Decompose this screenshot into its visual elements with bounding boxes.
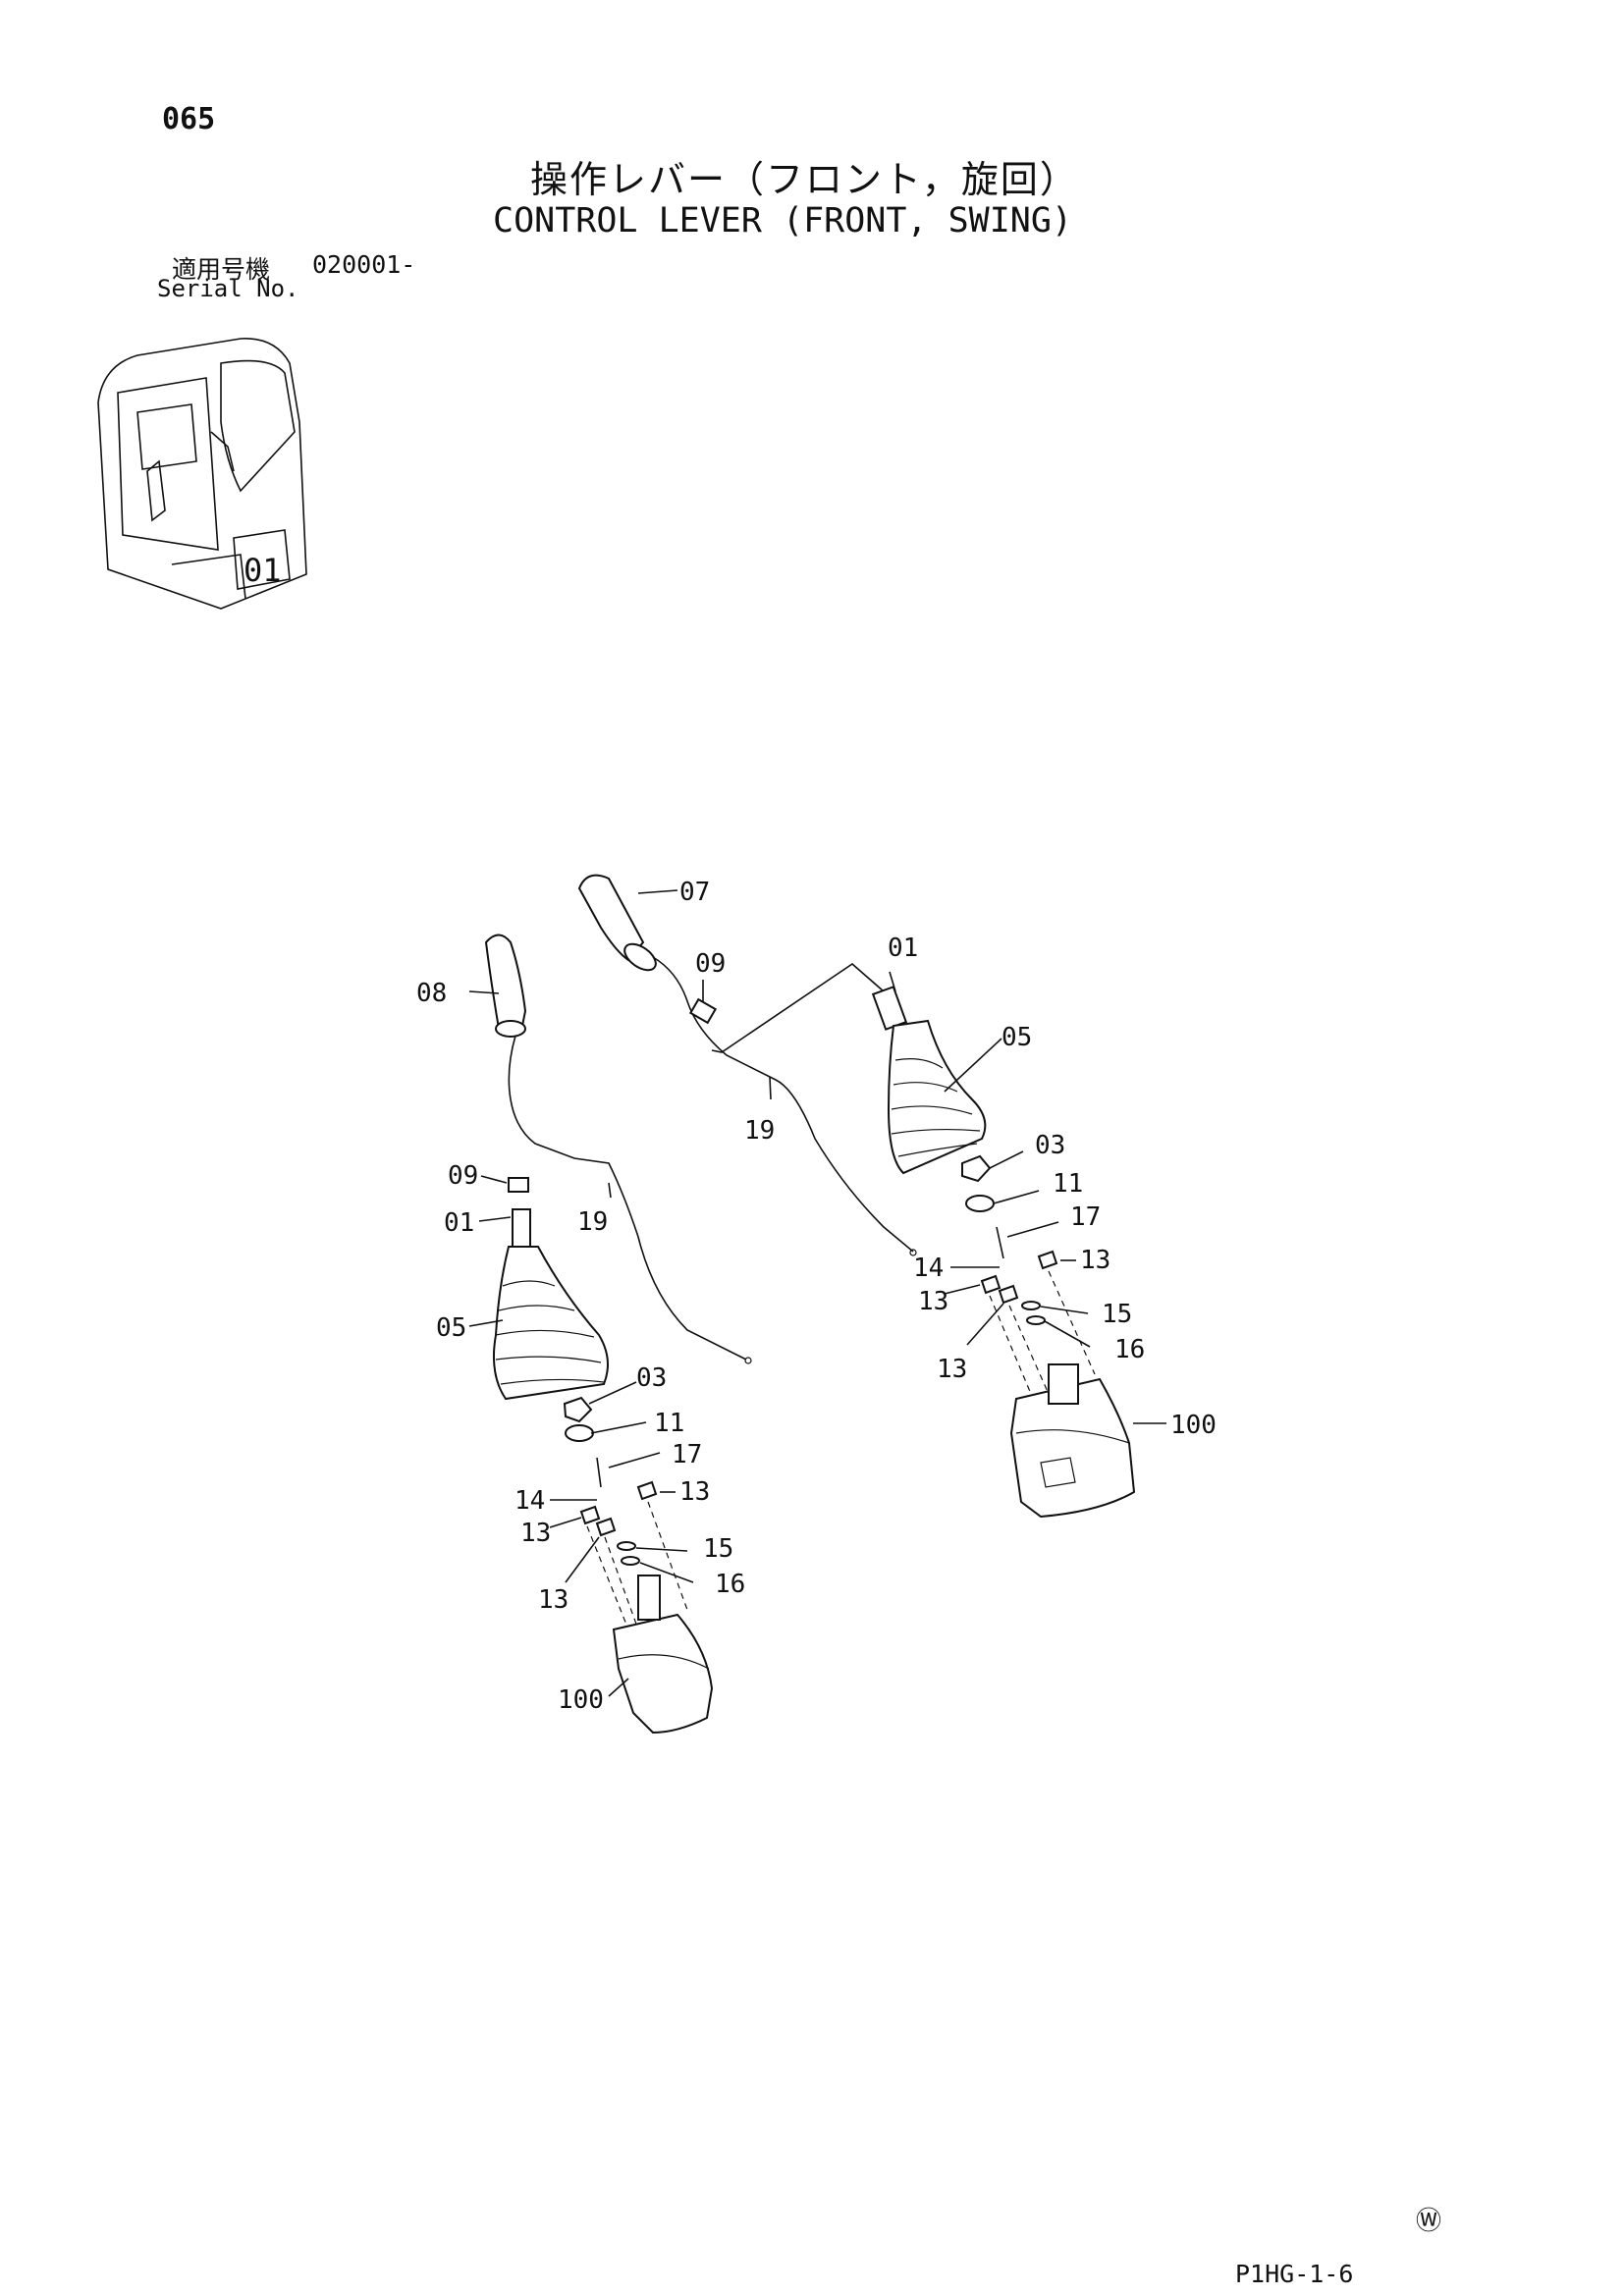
page-number: 065 (162, 102, 216, 136)
cab-location-thumbnail: 01 (97, 338, 307, 610)
part-label-13-left-c: 13 (538, 1585, 568, 1615)
part-label-15-left: 15 (703, 1534, 733, 1564)
leader-lines (468, 889, 1166, 1697)
part-label-16-left: 16 (715, 1570, 745, 1599)
part-label-15-right: 15 (1102, 1300, 1132, 1329)
page-title-japanese: 操作レバー（フロント，旋回） (530, 158, 1079, 201)
svg-text:01: 01 (244, 552, 282, 589)
part-label-19-left: 19 (577, 1207, 608, 1237)
drawing-code: P1HG-1-6 (1235, 2260, 1354, 2288)
boot-05-right (887, 1019, 987, 1175)
part-label-17-right: 17 (1070, 1202, 1101, 1232)
grip-08-left (484, 934, 527, 1031)
part-label-16-right: 16 (1114, 1335, 1145, 1364)
part-label-14-right: 14 (913, 1254, 944, 1283)
boot-05-left (493, 1246, 609, 1401)
part-label-13-left-b: 13 (520, 1519, 551, 1548)
part-label-11-left: 11 (654, 1409, 684, 1438)
part-label-09-left: 09 (448, 1161, 478, 1191)
w-mark: Ⓦ (1416, 2207, 1442, 2236)
serial-number-value: 020001- (312, 250, 416, 279)
part-label-08: 08 (416, 979, 447, 1008)
part-label-13-right-b: 13 (918, 1287, 948, 1316)
part-label-07: 07 (679, 878, 710, 907)
part-label-05-left: 05 (436, 1313, 466, 1343)
right-lever-assembly (577, 874, 1136, 1519)
part-label-19-right: 19 (744, 1116, 775, 1146)
serial-label-english: Serial No. (157, 275, 299, 302)
part-label-05-right: 05 (1001, 1023, 1032, 1052)
part-label-03-right: 03 (1035, 1131, 1065, 1160)
part-label-01-right: 01 (888, 934, 918, 963)
serial-label-japanese: 適用号機 (172, 255, 271, 284)
page-title-english: CONTROL LEVER (FRONT, SWING) (493, 201, 1073, 240)
part-label-14-left: 14 (514, 1486, 545, 1516)
left-lever-assembly (484, 934, 752, 1735)
pilot-valve-100-right (1009, 1377, 1136, 1519)
part-label-09-right: 09 (695, 949, 726, 979)
part-label-13-right-a: 13 (1080, 1246, 1110, 1275)
part-label-13-left-a: 13 (679, 1477, 710, 1507)
pilot-valve-100-left (612, 1613, 714, 1735)
part-label-01-left: 01 (444, 1208, 474, 1238)
part-label-13-right-c: 13 (937, 1355, 967, 1384)
part-label-100-right: 100 (1170, 1411, 1217, 1440)
part-label-17-left: 17 (672, 1440, 702, 1469)
part-label-03-left: 03 (636, 1363, 667, 1393)
part-label-100-left: 100 (558, 1685, 604, 1715)
part-label-11-right: 11 (1053, 1169, 1083, 1199)
